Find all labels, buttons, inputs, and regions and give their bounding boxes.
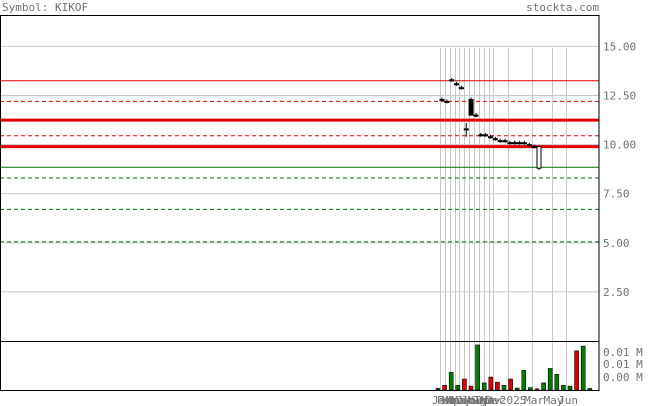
volume-axis-labels: 0.01 M0.01 M0.00 M: [603, 346, 643, 384]
volume-bar: [442, 384, 447, 391]
time-tick-label: Oct: [476, 394, 496, 406]
volume-bar: [521, 370, 527, 391]
time-tick-label: Apr: [447, 394, 467, 406]
volume-bar: [462, 378, 467, 391]
volume-bar: [514, 387, 520, 391]
candle-body: [521, 142, 527, 145]
candle-body: [439, 98, 445, 101]
support-resistance-levels: [0, 80, 599, 243]
volume-panel-frame: [0, 341, 600, 391]
candle-body: [468, 98, 474, 116]
volume-bar: [587, 388, 593, 391]
candle-body: [473, 114, 479, 117]
volume-bar: [561, 384, 566, 391]
volume-bar: [501, 384, 507, 391]
price-candles: [439, 77, 542, 171]
volume-bar: [481, 382, 487, 391]
volume-bar: [448, 372, 454, 391]
volume-bar: [435, 388, 441, 391]
time-tick-label: Jul: [461, 394, 481, 406]
volume-tick-label: 0.01 M: [603, 358, 643, 371]
volume-bar: [528, 387, 533, 391]
price-tick-label: 5.00: [603, 237, 630, 250]
candle-body: [492, 138, 498, 141]
price-tick-label: 10.00: [603, 139, 636, 152]
time-tick-label: Mar: [524, 394, 544, 406]
volume-bar: [567, 385, 573, 391]
volume-tick-label: 0.01 M: [603, 346, 643, 359]
volume-bar: [554, 374, 560, 391]
time-tick-label: Mar: [442, 394, 462, 406]
time-tick-label: Nov: [481, 394, 501, 406]
volume-bar: [488, 376, 494, 391]
candle-body: [458, 87, 464, 90]
candle-body: [507, 142, 513, 145]
candle-body: [512, 142, 518, 145]
volume-bar: [541, 382, 546, 391]
time-tick-label: Jun: [558, 394, 578, 406]
time-tick-label: Jun: [456, 394, 476, 406]
symbol-label: Symbol: KIKOF: [2, 1, 88, 14]
volume-bar: [468, 385, 474, 391]
volume-bar: [495, 381, 500, 391]
price-gridlines: [0, 45, 599, 293]
volume-bar: [580, 345, 586, 391]
candle-body: [454, 83, 460, 86]
candle-body: [449, 79, 455, 82]
time-tick-label: Jan: [432, 394, 452, 406]
volume-bar: [574, 350, 579, 391]
site-label: stockta.com: [526, 1, 599, 14]
candle-body: [497, 140, 503, 143]
volume-bar: [508, 378, 513, 391]
price-tick-label: 7.50: [603, 188, 630, 201]
time-gridlines: [440, 48, 567, 390]
price-axis-labels: 2.50 5.00 7.50 10.00 12.50 15.00: [603, 40, 636, 298]
candle-body: [478, 134, 484, 137]
time-tick-label: Aug: [466, 394, 486, 406]
volume-tick-label: 0.00 M: [603, 371, 643, 384]
price-tick-label: 15.00: [603, 40, 636, 53]
candle-body: [444, 100, 450, 103]
candle-body: [531, 146, 537, 149]
candle-body: [483, 134, 489, 137]
time-tick-label: Feb: [437, 394, 457, 406]
candle-body: [517, 142, 523, 145]
time-tick-label: May: [451, 394, 471, 406]
time-tick-label: 2025: [500, 394, 527, 406]
candle-body: [488, 136, 493, 139]
candle-body: [526, 144, 532, 147]
volume-bar: [475, 344, 480, 391]
chart-frames: [0, 15, 600, 391]
candle-body: [536, 146, 542, 169]
volume-bar: [455, 384, 461, 391]
candle-body: [502, 140, 508, 143]
time-axis-labels: JanFebMarAprMayJunJulAugSepOctNovDec2025…: [432, 394, 578, 406]
time-tick-label: Sep: [471, 394, 491, 406]
price-tick-label: 2.50: [603, 286, 630, 299]
time-tick-label: Dec: [485, 394, 505, 406]
candle-body: [463, 128, 469, 131]
volume-bar: [534, 388, 540, 391]
price-tick-label: 12.50: [603, 90, 636, 103]
time-tick-label: May: [544, 394, 564, 406]
volume-bar: [547, 368, 553, 391]
